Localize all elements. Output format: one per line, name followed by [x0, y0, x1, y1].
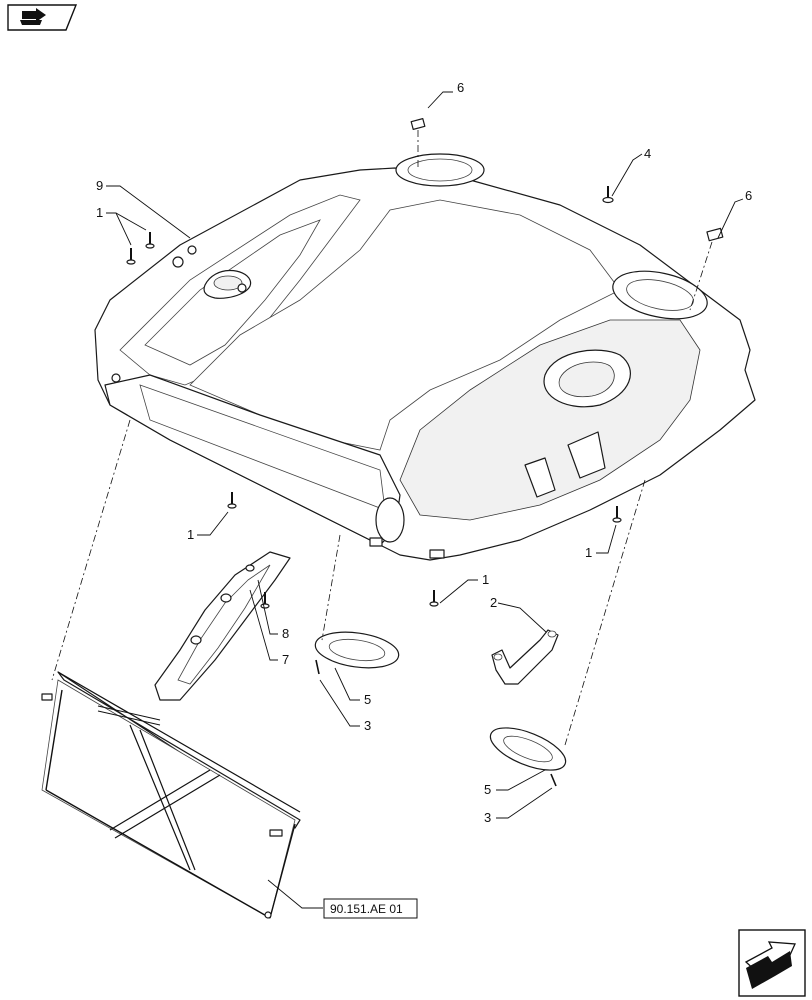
sunroof-opening: [543, 349, 631, 408]
speaker-grille-part-5: [314, 631, 400, 669]
trim-part-7: [154, 551, 291, 701]
callout-5: 5: [484, 782, 491, 797]
callout-7: 7: [282, 652, 289, 667]
screw-part-3: [315, 659, 320, 675]
rear-speaker-ring: [395, 153, 485, 187]
clip-part-6: [410, 117, 426, 131]
callout-6: 6: [745, 188, 752, 203]
callout-4: 4: [644, 146, 651, 161]
callout-1: 1: [585, 545, 592, 560]
headliner-panel: [94, 153, 756, 561]
callout-2: 2: [490, 595, 497, 610]
screw-part-8: [260, 592, 270, 609]
cross-reference-link[interactable]: 90.151.AE 01: [323, 898, 418, 919]
sunshade-frame: [41, 671, 301, 919]
screw-part-3: [550, 773, 557, 787]
grab-handle-part-2: [491, 629, 559, 685]
speaker-grille-part-5: [489, 727, 567, 771]
clip-part-6: [706, 227, 724, 242]
callout-1: 1: [96, 205, 103, 220]
callout-3: 3: [364, 718, 371, 733]
screw-part-4: [602, 186, 614, 204]
callout-6: 6: [457, 80, 464, 95]
callout-9: 9: [96, 178, 103, 193]
next-page-arrow-icon[interactable]: [738, 929, 806, 997]
callout-5: 5: [364, 692, 371, 707]
callout-labels: 6 4 6 9 1 1 1 1 2 8 7 5 3 5 3: [96, 80, 752, 825]
callout-3: 3: [484, 810, 491, 825]
callout-8: 8: [282, 626, 289, 641]
right-speaker-ring: [612, 270, 708, 320]
screw-part-1: [126, 232, 622, 607]
callout-1: 1: [482, 572, 489, 587]
callout-1: 1: [187, 527, 194, 542]
book-arrow-icon[interactable]: [7, 4, 78, 31]
cross-reference-label: 90.151.AE 01: [330, 902, 403, 916]
